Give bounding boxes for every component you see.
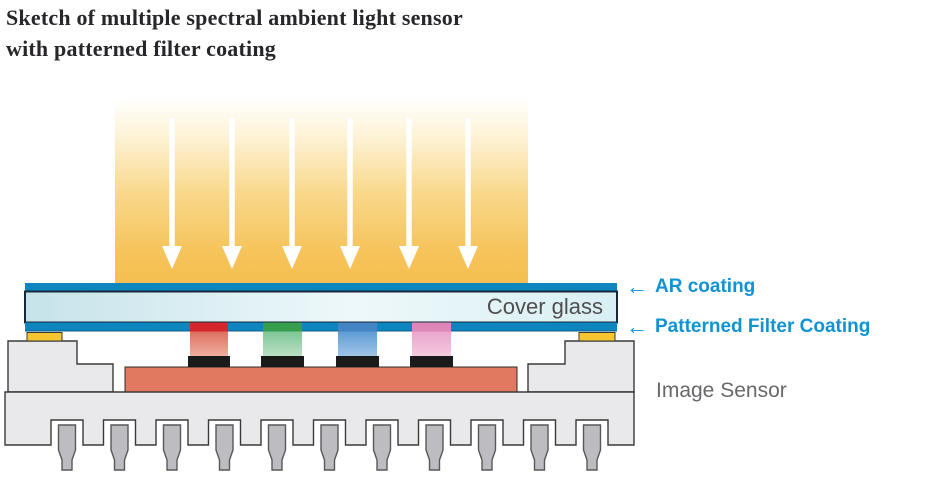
filter-light-column-pink xyxy=(412,331,451,356)
photodiode-blue xyxy=(336,356,379,367)
filter-light-column-green xyxy=(263,331,302,356)
package-pin xyxy=(530,424,549,471)
light-arrow-stem xyxy=(347,118,353,248)
light-arrow-stem xyxy=(169,118,175,248)
package-pin xyxy=(320,424,339,471)
filter-stack xyxy=(188,331,453,367)
filter-segment-green xyxy=(263,322,302,332)
light-arrow-stem xyxy=(465,118,471,248)
light-arrow-head xyxy=(458,246,478,269)
package-right-wall xyxy=(527,340,635,393)
arrow-left-icon: ← xyxy=(626,274,648,299)
light-arrows xyxy=(162,118,478,269)
package-pin xyxy=(372,424,392,471)
package-left-wall xyxy=(7,340,114,393)
bond-pad-left xyxy=(26,332,63,342)
filter-segment-pink xyxy=(412,322,451,332)
image-sensor-die xyxy=(124,366,518,393)
cover-glass-label: Cover glass xyxy=(486,294,603,319)
photodiode-green xyxy=(261,356,304,367)
ar-coating-label: AR coating xyxy=(655,276,756,297)
arrow-left-icon: ← xyxy=(626,314,648,339)
light-arrow-head xyxy=(222,246,242,269)
package-pin xyxy=(110,424,129,471)
light-arrow-head xyxy=(162,246,182,269)
package-pin xyxy=(582,424,602,471)
light-arrow-stem xyxy=(406,118,412,248)
ar-coating-layer xyxy=(25,283,617,293)
photodiode-red xyxy=(188,356,230,367)
patterned-filter-coating-callout: ← Patterned Filter Coating xyxy=(626,316,870,338)
package-pins xyxy=(57,424,602,471)
filter-segments xyxy=(190,322,451,332)
package-base xyxy=(4,391,635,446)
light-arrow-stem xyxy=(229,118,235,248)
figure-title: Sketch of multiple spectral ambient ligh… xyxy=(6,2,606,64)
patterned-filter-coating-layer xyxy=(25,322,617,332)
package-pin xyxy=(57,424,77,471)
package-pin xyxy=(162,424,182,471)
light-arrow-head xyxy=(340,246,360,269)
patterned-filter-coating-label: Patterned Filter Coating xyxy=(655,316,871,337)
figure-title-line2: with patterned filter coating xyxy=(6,36,276,61)
image-sensor-label: Image Sensor xyxy=(656,379,787,402)
figure-title-line1: Sketch of multiple spectral ambient ligh… xyxy=(6,5,463,30)
bond-pad-right xyxy=(578,332,616,342)
filter-light-column-red xyxy=(190,331,228,356)
light-arrow-stem xyxy=(289,118,295,248)
light-arrow-head xyxy=(282,246,302,269)
filter-segment-blue xyxy=(338,322,377,332)
light-arrow-head xyxy=(399,246,419,269)
photodiode-pink xyxy=(410,356,453,367)
ar-coating-callout: ← AR coating xyxy=(626,276,755,298)
filter-coating-bottom-edge xyxy=(25,330,617,332)
filter-segment-red xyxy=(190,322,228,332)
package-pin xyxy=(425,424,444,471)
package-pin xyxy=(477,424,497,471)
package-pin xyxy=(267,424,287,471)
filter-light-column-blue xyxy=(338,331,377,356)
light-beam xyxy=(115,98,528,283)
package-pin xyxy=(215,424,234,471)
